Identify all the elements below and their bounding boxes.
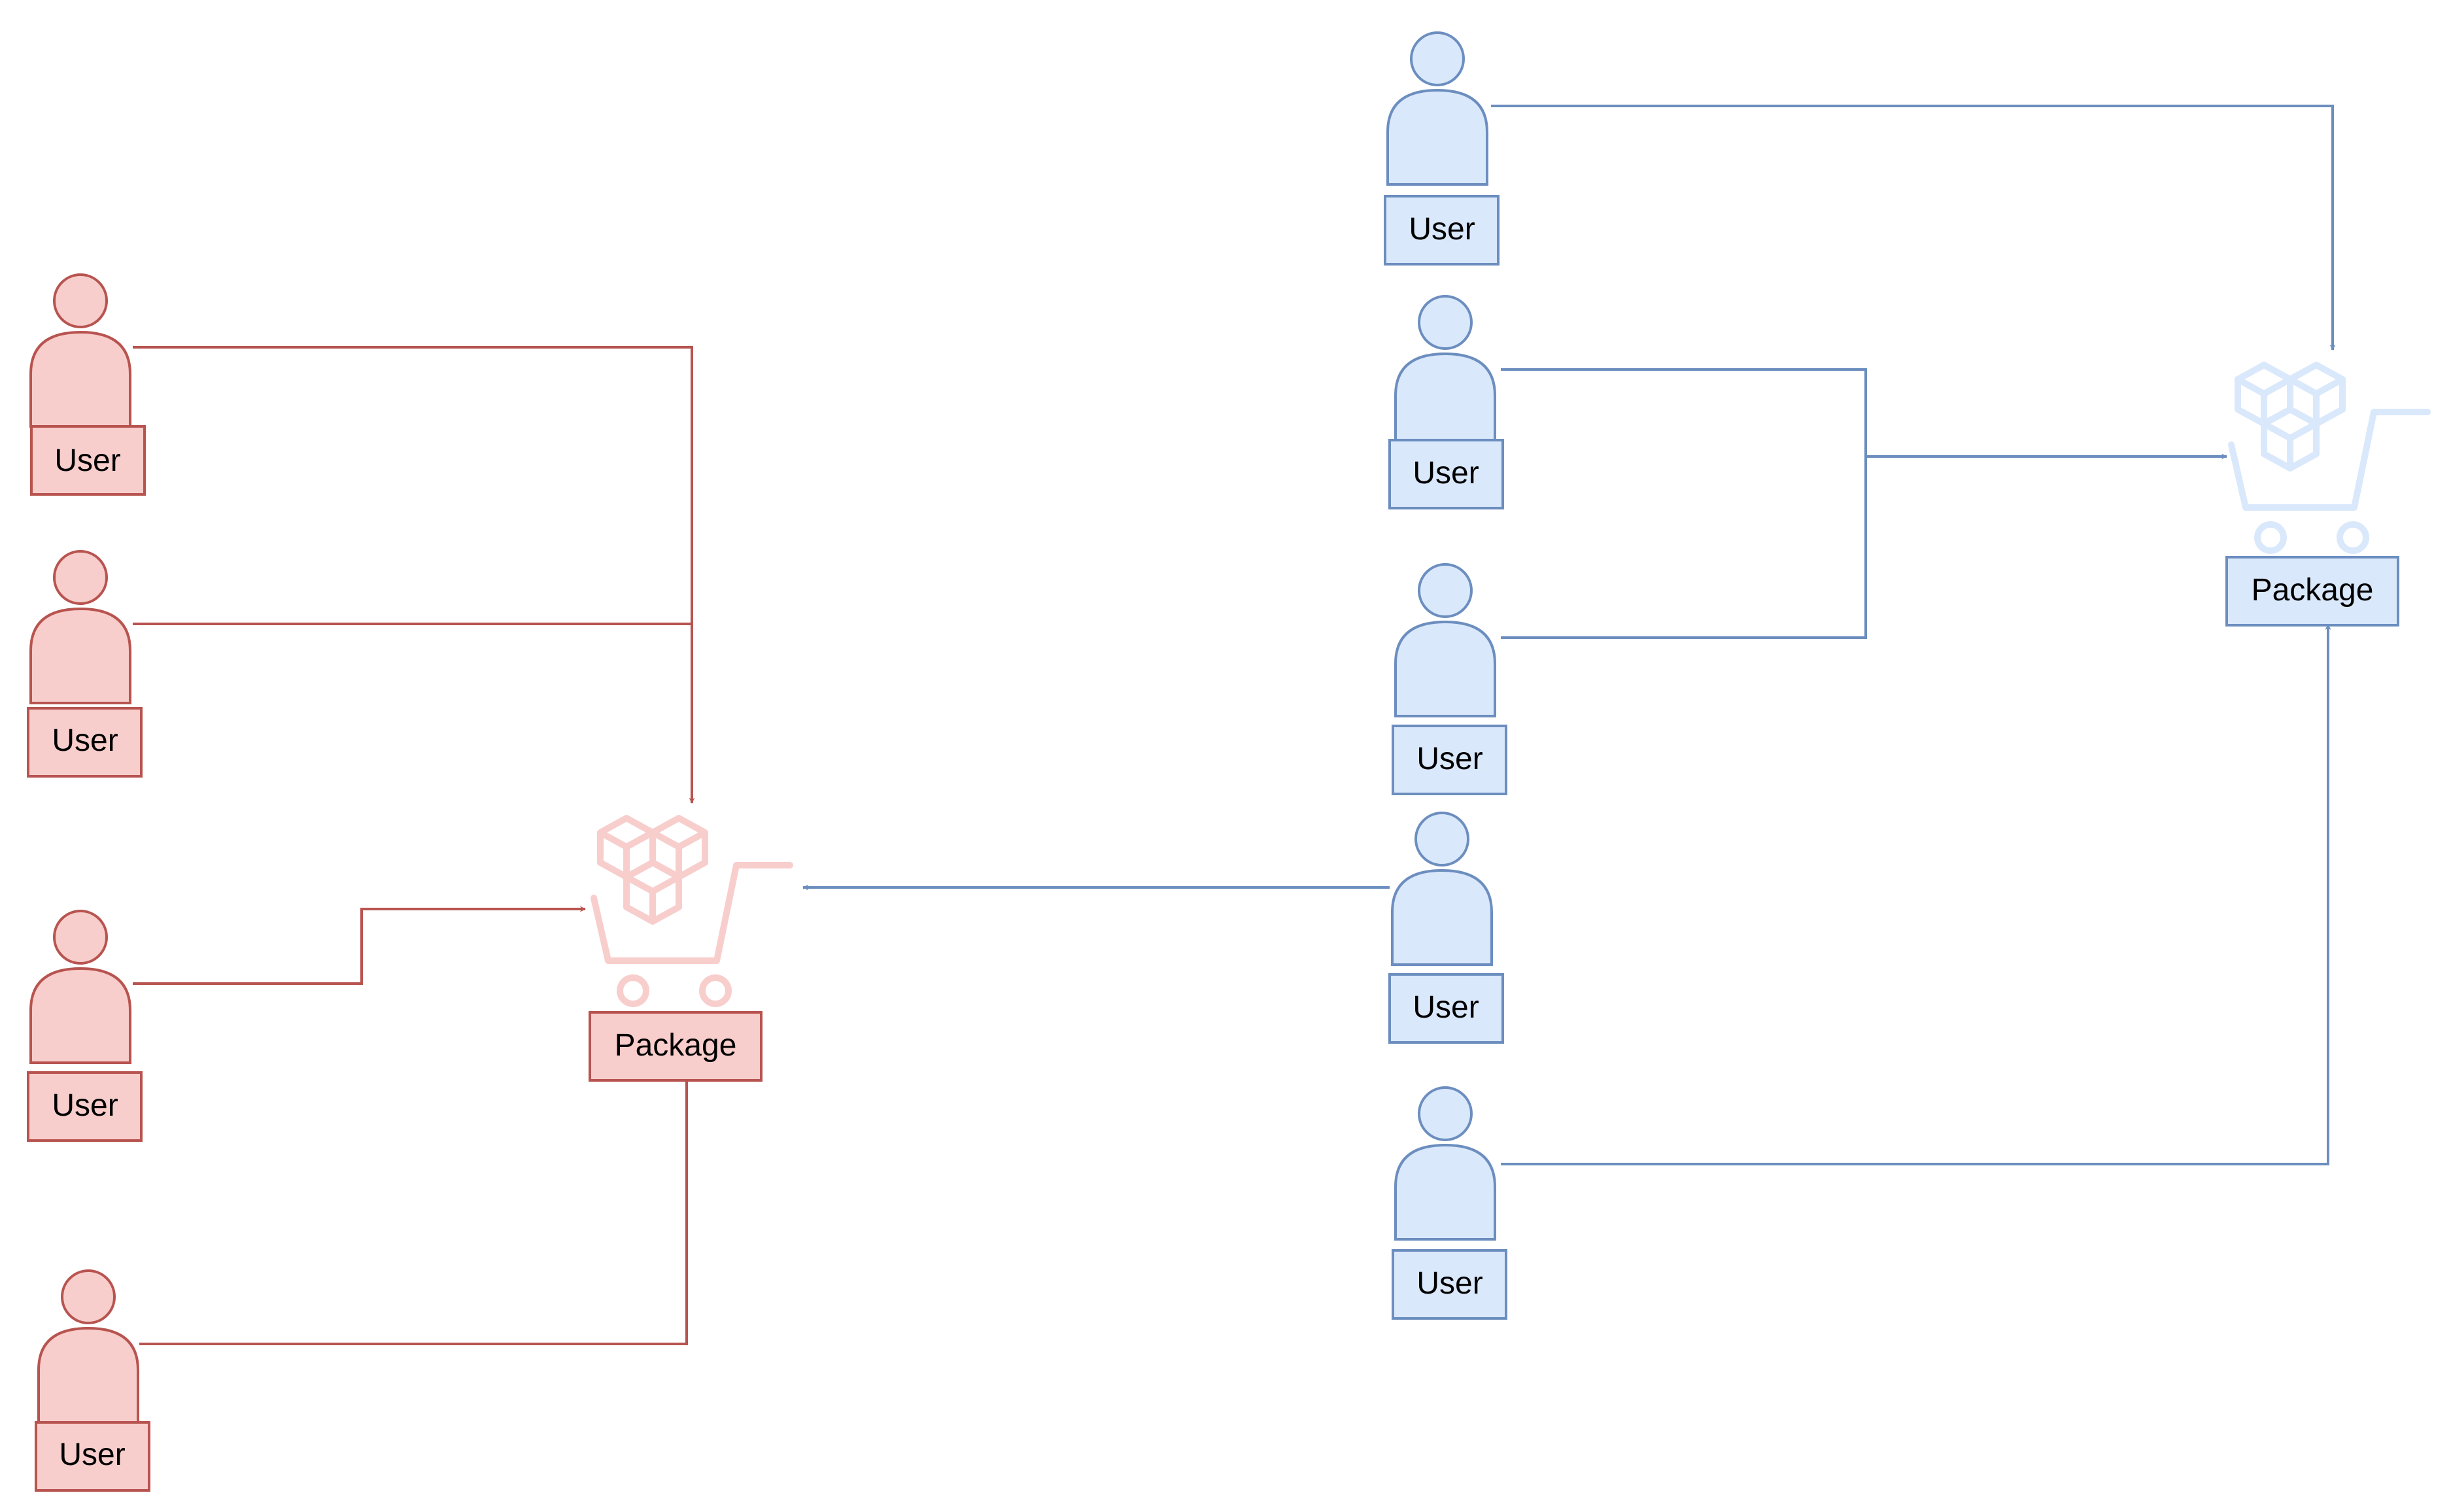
person-icon (1391, 812, 1493, 966)
user-label: User (52, 723, 118, 758)
connector-red-user4-to-package (139, 1072, 690, 1345)
person-icon (37, 1269, 139, 1424)
blue-connectors (802, 105, 2336, 1165)
person-icon (1394, 295, 1496, 449)
connector-blue-user5-to-package (1501, 624, 2331, 1165)
user-label: User (1413, 990, 1479, 1025)
red-connectors (133, 346, 695, 1345)
person-icon (1394, 1086, 1496, 1241)
person-icon (29, 273, 131, 428)
connector-red-user1-to-package (133, 346, 695, 804)
red-package: Package (589, 818, 790, 1082)
blue-user-1: User (1384, 31, 1500, 266)
user-label: User (1416, 742, 1483, 776)
red-user-2: User (27, 550, 143, 778)
person-icon (1386, 31, 1488, 186)
connector-blue-user3-to-package (1501, 456, 1867, 639)
shopping-cart-icon (594, 818, 790, 1004)
red-user-4: User (35, 1269, 150, 1492)
user-label: User (59, 1437, 125, 1472)
blue-user-4: User (1388, 812, 1504, 1044)
red-user-1: User (29, 273, 146, 496)
blue-user-2: User (1388, 295, 1504, 509)
blue-package: Package (2225, 365, 2427, 627)
person-icon (29, 910, 131, 1064)
user-label: User (1413, 456, 1479, 490)
package-label: Package (615, 1028, 737, 1063)
connector-blue-user2-to-package (1501, 368, 2227, 460)
shopping-cart-icon (2231, 365, 2427, 551)
user-label: User (52, 1088, 118, 1123)
person-icon (29, 550, 131, 704)
connector-blue-user1-to-package (1491, 105, 2336, 351)
blue-user-3: User (1392, 563, 1507, 795)
person-icon (1394, 563, 1496, 717)
package-label: Package (2252, 573, 2374, 608)
connector-red-user3-to-package (133, 906, 586, 985)
user-label: User (1409, 212, 1475, 247)
user-label: User (1416, 1266, 1483, 1301)
user-label: User (54, 443, 120, 478)
blue-user-5: User (1392, 1086, 1507, 1320)
red-user-3: User (27, 910, 143, 1142)
